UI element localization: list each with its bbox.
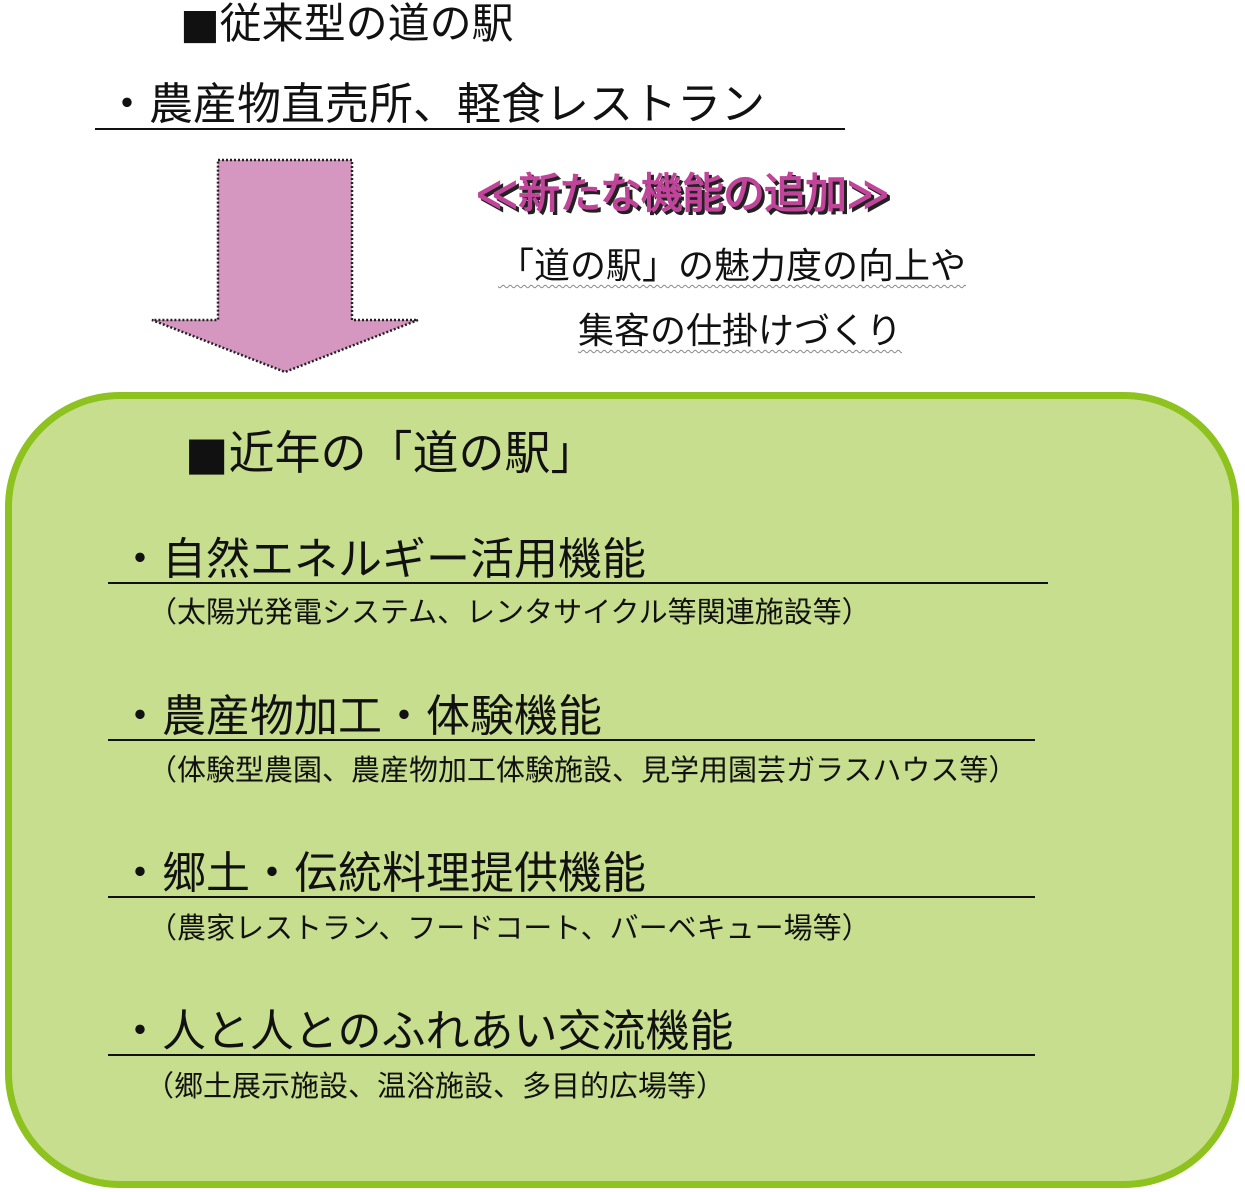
function-detail: （郷土展示施設、温浴施設、多目的広場等） bbox=[145, 1069, 726, 1103]
function-detail: （体験型農園、農産物加工体験施設、見学用園芸ガラスハウス等） bbox=[148, 753, 1018, 787]
attractiveness-text: 「道の駅」の魅力度の向上や bbox=[498, 246, 967, 287]
function-name: ・自然エネルギー活用機能 bbox=[118, 534, 646, 585]
new-function-title: ≪新たな機能の追加≫ bbox=[475, 169, 890, 218]
down-arrow-icon bbox=[151, 158, 419, 374]
function-underline bbox=[108, 1054, 1035, 1056]
function-detail: （農家レストラン、フードコート、バーベキュー場等） bbox=[148, 911, 871, 945]
traditional-underline bbox=[95, 128, 845, 130]
function-name: ・農産物加工・体験機能 bbox=[118, 691, 602, 742]
function-underline bbox=[108, 582, 1048, 584]
recent-title: ■近年の「道の駅」 bbox=[185, 426, 597, 480]
function-name: ・郷土・伝統料理提供機能 bbox=[118, 848, 646, 899]
traditional-title: ■従来型の道の駅 bbox=[180, 0, 514, 48]
traditional-items: ・農産物直売所、軽食レストラン bbox=[105, 79, 765, 130]
arrow-shape bbox=[151, 158, 419, 374]
customer-attraction-text: 集客の仕掛けづくり bbox=[578, 311, 903, 352]
function-underline bbox=[108, 896, 1035, 898]
function-underline bbox=[108, 739, 1035, 741]
function-detail: （太陽光発電システム、レンタサイクル等関連施設等） bbox=[148, 595, 871, 629]
function-name: ・人と人とのふれあい交流機能 bbox=[118, 1006, 734, 1057]
